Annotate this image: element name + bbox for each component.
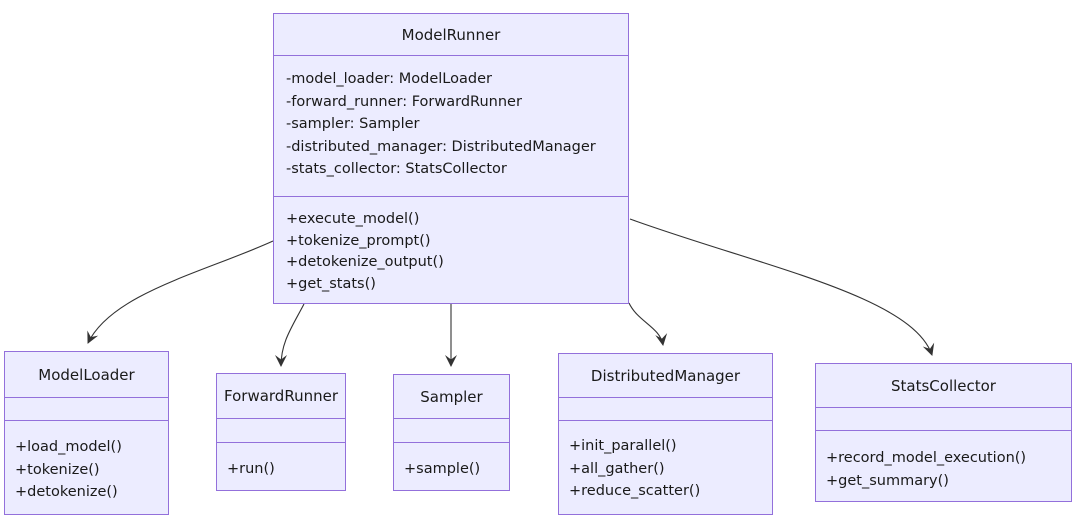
edge-modelrunner-to-forwardrunner xyxy=(275,303,305,367)
class-sampler: Sampler +sample() xyxy=(393,374,510,491)
class-attribute: -stats_collector: StatsCollector xyxy=(286,161,507,178)
class-title: DistributedManager xyxy=(559,354,772,398)
class-attribute: -model_loader: ModelLoader xyxy=(286,71,492,87)
class-title: ModelRunner xyxy=(274,14,628,56)
class-method: +record_model_execution() xyxy=(826,450,1027,466)
class-title: Sampler xyxy=(394,375,509,419)
class-forwardrunner: ForwardRunner +run() xyxy=(216,373,346,491)
class-attributes: -model_loader: ModelLoader -forward_runn… xyxy=(274,56,628,197)
edge-modelrunner-to-distributedmanager xyxy=(628,302,668,346)
class-method: +all_gather() xyxy=(569,460,665,477)
class-method: +init_parallel() xyxy=(569,438,677,454)
class-modelloader: ModelLoader +load_model() +tokenize() +d… xyxy=(4,351,169,515)
class-method: +load_model() xyxy=(15,439,122,455)
class-attributes-empty xyxy=(5,398,168,421)
class-method: +detokenize() xyxy=(15,484,118,500)
edge-modelrunner-to-modelloader xyxy=(87,240,274,344)
class-method: +sample() xyxy=(404,461,481,477)
class-distributedmanager: DistributedManager +init_parallel() +all… xyxy=(558,353,773,515)
class-title: StatsCollector xyxy=(816,364,1071,408)
class-method: +run() xyxy=(227,461,275,477)
class-methods: +run() xyxy=(217,443,345,481)
class-title: ForwardRunner xyxy=(217,374,345,419)
class-method: +tokenize() xyxy=(15,461,100,478)
class-attribute: -forward_runner: ForwardRunner xyxy=(286,93,522,110)
class-method: +reduce_scatter() xyxy=(569,483,701,499)
class-attributes-empty xyxy=(816,408,1071,431)
class-method: +execute_model() xyxy=(286,211,420,227)
class-attributes-empty xyxy=(217,419,345,443)
class-methods: +record_model_execution() +get_summary() xyxy=(816,431,1071,492)
class-method: +detokenize_output() xyxy=(286,254,444,270)
class-title: ModelLoader xyxy=(5,352,168,398)
class-methods: +execute_model() +tokenize_prompt() +det… xyxy=(274,197,628,295)
class-attributes-empty xyxy=(394,419,509,443)
class-attribute: -sampler: Sampler xyxy=(286,116,420,133)
class-methods: +sample() xyxy=(394,443,509,481)
class-statscollector: StatsCollector +record_model_execution()… xyxy=(815,363,1072,502)
class-method: +get_stats() xyxy=(286,275,376,292)
class-method: +tokenize_prompt() xyxy=(286,232,431,249)
class-method: +get_summary() xyxy=(826,472,949,489)
class-methods: +init_parallel() +all_gather() +reduce_s… xyxy=(559,421,772,503)
class-methods: +load_model() +tokenize() +detokenize() xyxy=(5,421,168,504)
edge-modelrunner-to-statscollector xyxy=(629,218,935,356)
class-modelrunner: ModelRunner -model_loader: ModelLoader -… xyxy=(273,13,629,304)
class-attributes-empty xyxy=(559,398,772,421)
class-attribute: -distributed_manager: DistributedManager xyxy=(286,138,596,155)
